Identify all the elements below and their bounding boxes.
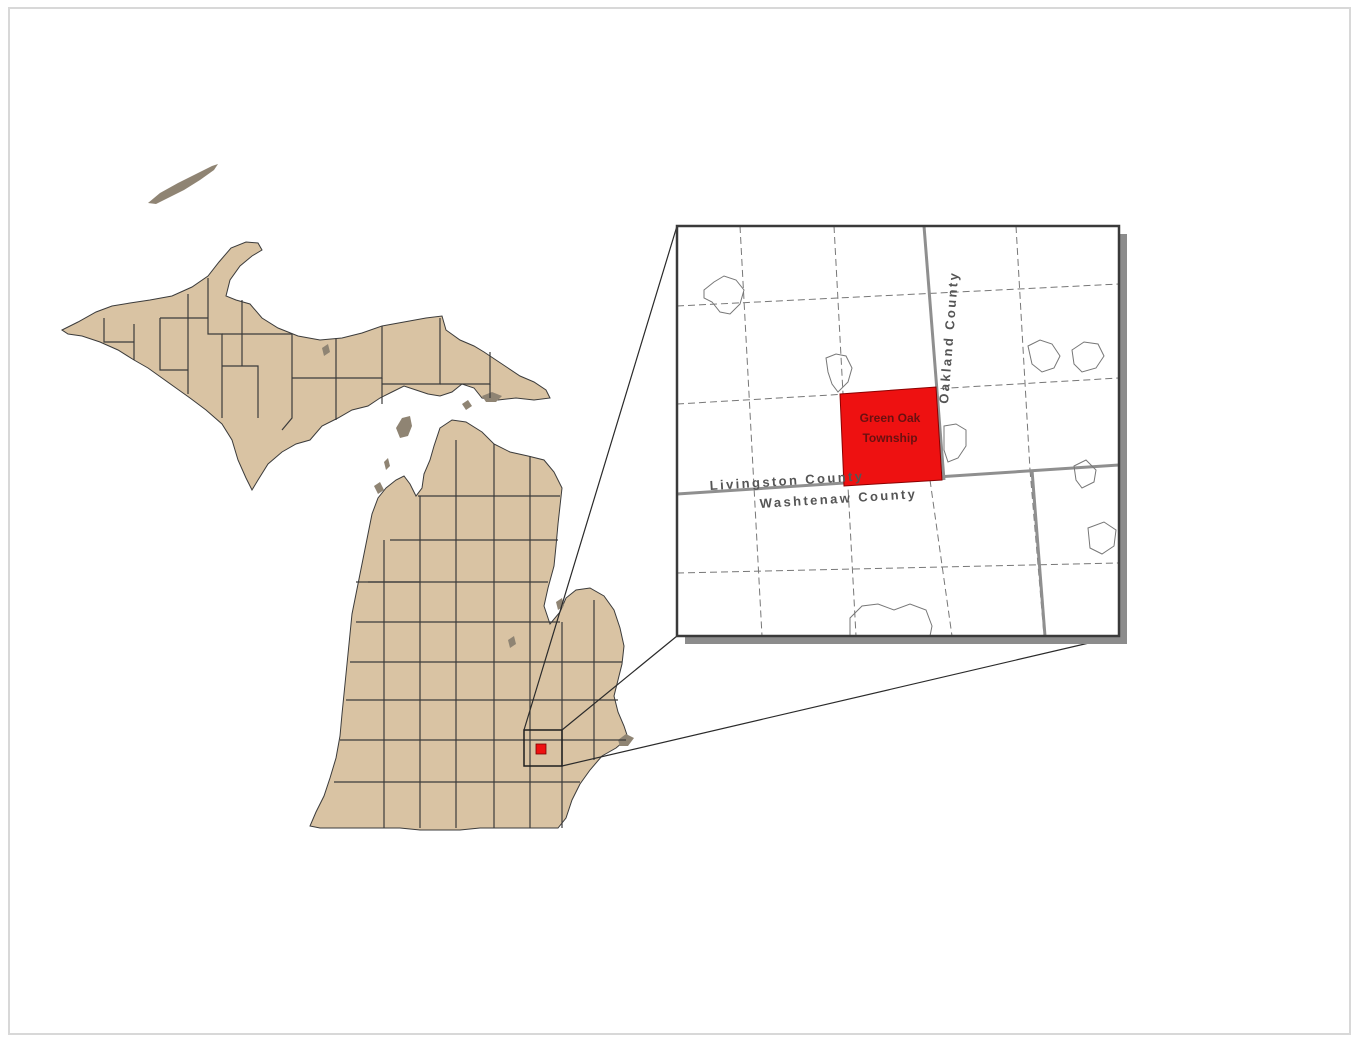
washtenaw-wayne-line bbox=[1030, 469, 1047, 636]
saginaw-bay-spot bbox=[556, 598, 564, 610]
livingston-oakland-line bbox=[922, 226, 946, 481]
isle-royale bbox=[148, 164, 218, 204]
south-fox-island bbox=[384, 458, 390, 470]
north-manitou-island bbox=[374, 482, 384, 494]
page-border bbox=[8, 7, 1351, 1035]
upper-peninsula bbox=[61, 241, 551, 492]
inset-connectors bbox=[523, 225, 1120, 767]
locator-box bbox=[523, 729, 563, 767]
lake-islands bbox=[322, 344, 634, 746]
inset-frame bbox=[675, 224, 1121, 638]
drummond-island bbox=[482, 392, 502, 402]
township-label-line2: Township bbox=[862, 431, 917, 445]
inset-map: Green Oak Township Livingston County Was… bbox=[675, 224, 1127, 644]
upper-lake-spot bbox=[322, 344, 330, 356]
municipal-outlines bbox=[703, 275, 1117, 636]
green-oak-township bbox=[839, 386, 943, 487]
township-label-line1: Green Oak bbox=[860, 411, 921, 425]
houghton-lake bbox=[508, 636, 516, 648]
michigan-state-map bbox=[61, 164, 634, 831]
locator-highlight bbox=[535, 743, 547, 755]
mackinac-island bbox=[462, 400, 472, 410]
up-county-borders bbox=[103, 278, 491, 431]
lower-peninsula bbox=[309, 419, 629, 831]
beaver-island bbox=[396, 416, 412, 438]
